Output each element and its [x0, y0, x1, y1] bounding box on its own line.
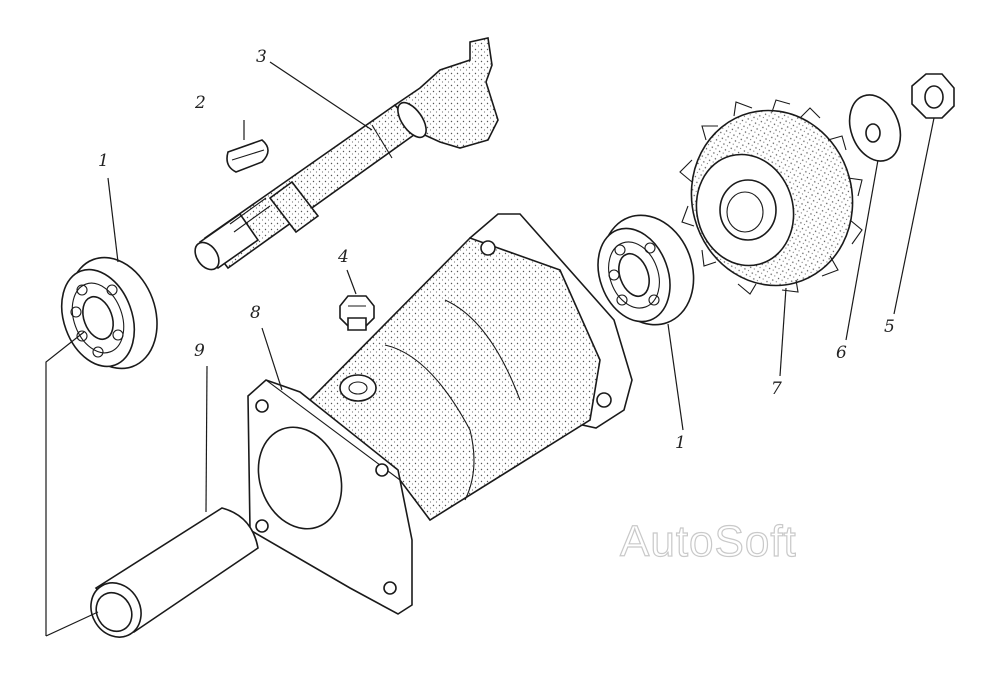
nut-drawing	[911, 73, 955, 119]
key-drawing	[226, 139, 269, 173]
callout-5-nut: 5	[884, 317, 895, 337]
callout-7-gear: 7	[771, 379, 782, 399]
leader-lines	[45, 61, 935, 637]
bearing-left-drawing	[60, 256, 158, 370]
callout-4-plug: 4	[337, 247, 349, 267]
callout-3-shaft: 3	[256, 47, 267, 67]
callouts: 1 2 3 4 5 6 7 8 9 1	[98, 47, 895, 453]
housing-drawing	[247, 213, 633, 615]
callout-9-bushing: 9	[194, 341, 205, 361]
watermark-text: AutoSoft	[620, 517, 797, 566]
callout-8-housing: 8	[250, 303, 261, 323]
washer-drawing	[848, 94, 902, 162]
plug-drawing	[339, 295, 375, 331]
shaft-drawing	[194, 37, 499, 271]
gear-drawing	[679, 99, 863, 295]
callout-1-left-bearing: 1	[98, 151, 109, 171]
callout-1-right-bearing: 1	[675, 433, 686, 453]
callout-2-key: 2	[194, 93, 206, 113]
bushing-drawing	[90, 507, 259, 638]
callout-6-washer: 6	[836, 343, 847, 363]
bearing-right-drawing	[597, 214, 695, 326]
